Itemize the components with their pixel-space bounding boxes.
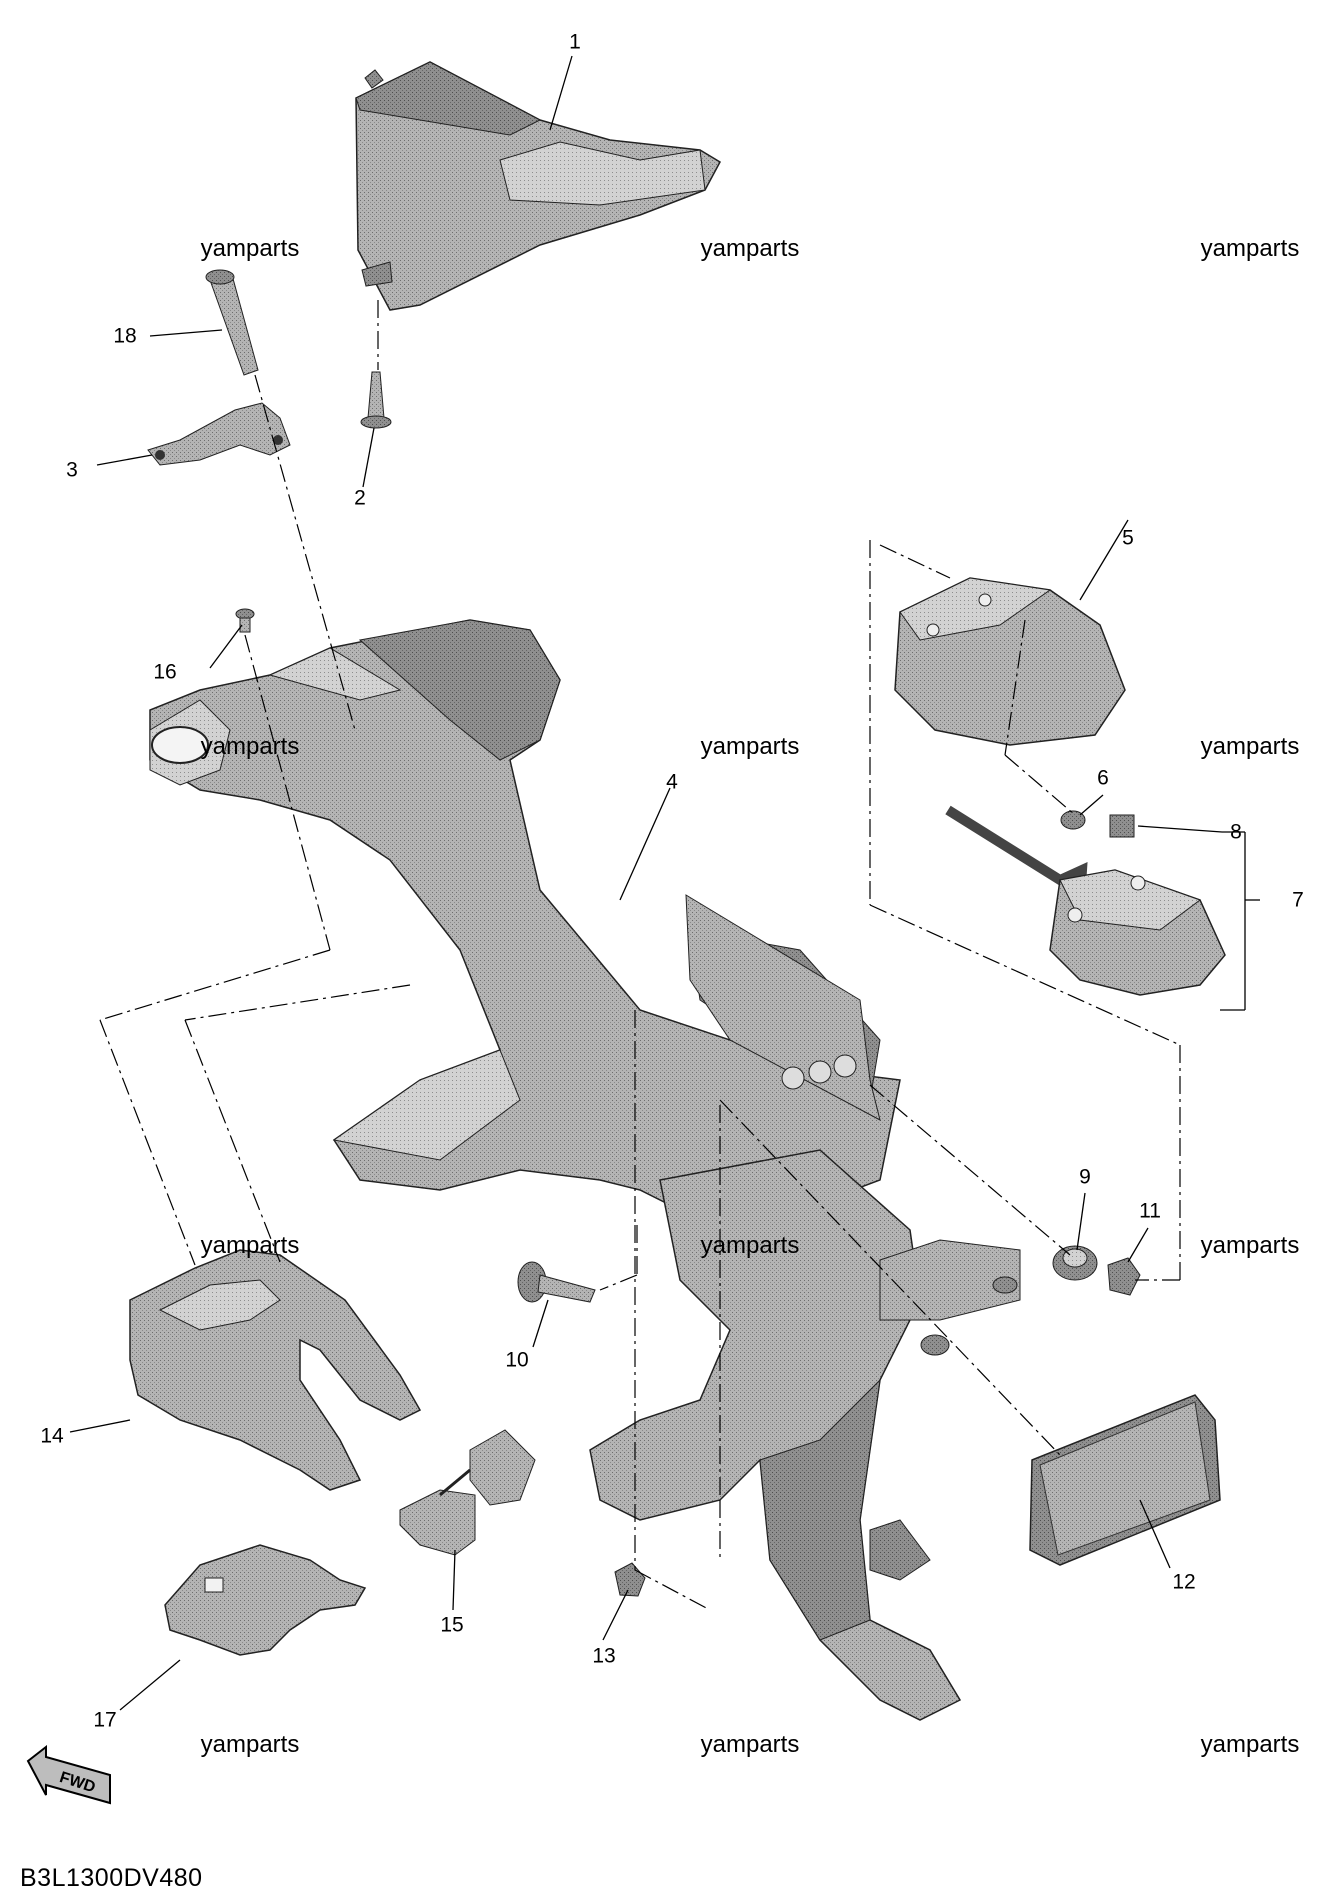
- callout-3: 3: [66, 458, 78, 482]
- watermark: yamparts: [200, 1731, 300, 1758]
- part-9-grommet: [1052, 1245, 1098, 1281]
- part-14-bracket: [129, 1249, 422, 1491]
- watermark: yamparts: [200, 1232, 300, 1259]
- callout-10: 10: [505, 1348, 529, 1372]
- part-15-clips: [399, 1429, 536, 1556]
- watermark: yamparts: [1200, 1731, 1300, 1758]
- part-18-bolt: [205, 269, 259, 376]
- callout-7: 7: [1292, 888, 1304, 912]
- watermark: yamparts: [200, 235, 300, 262]
- callout-11: 11: [1139, 1199, 1161, 1223]
- callout-14: 14: [40, 1424, 64, 1448]
- watermark: yamparts: [700, 1731, 800, 1758]
- watermark: yamparts: [700, 733, 800, 760]
- callout-6: 6: [1097, 766, 1109, 790]
- part-11-nut: [1107, 1257, 1141, 1296]
- callout-2: 2: [354, 486, 366, 510]
- watermark: yamparts: [1200, 733, 1300, 760]
- watermark: yamparts: [200, 733, 300, 760]
- callout-5: 5: [1122, 526, 1134, 550]
- callout-17: 17: [93, 1708, 117, 1732]
- callout-15: 15: [440, 1613, 464, 1637]
- callout-8: 8: [1230, 820, 1242, 844]
- watermark: yamparts: [700, 235, 800, 262]
- part-7-license-light: [945, 805, 1226, 996]
- callout-1: 1: [569, 30, 581, 54]
- watermark: yamparts: [700, 1232, 800, 1259]
- part-4-tail-frame: [149, 619, 1021, 1721]
- callout-18: 18: [113, 324, 137, 348]
- forward-arrow-icon: FWD: [26, 1745, 111, 1805]
- part-1-upper-cover: [355, 61, 721, 311]
- watermark: yamparts: [1200, 1232, 1300, 1259]
- part-17-cover: [164, 1544, 367, 1656]
- part-2-rivet: [360, 371, 392, 429]
- leader-lines: [69, 55, 1260, 1711]
- callout-13: 13: [592, 1644, 616, 1668]
- part-8-nut: [1109, 814, 1135, 838]
- part-3-plate: [147, 402, 291, 466]
- part-12-reflector: [1029, 1394, 1221, 1566]
- part-13-nut: [614, 1562, 646, 1597]
- callout-4: 4: [666, 770, 678, 794]
- part-10-bolt: [517, 1261, 596, 1303]
- part-5-light-cover: [894, 577, 1126, 746]
- callout-12: 12: [1172, 1570, 1196, 1594]
- callout-16: 16: [153, 660, 177, 684]
- diagram-code: B3L1300DV480: [20, 1864, 203, 1892]
- part-6-grommet: [1060, 810, 1086, 830]
- assembly-lines: [99, 300, 1181, 1611]
- watermark: yamparts: [1200, 235, 1300, 262]
- part-16-screw: [235, 608, 255, 633]
- callout-9: 9: [1079, 1165, 1091, 1189]
